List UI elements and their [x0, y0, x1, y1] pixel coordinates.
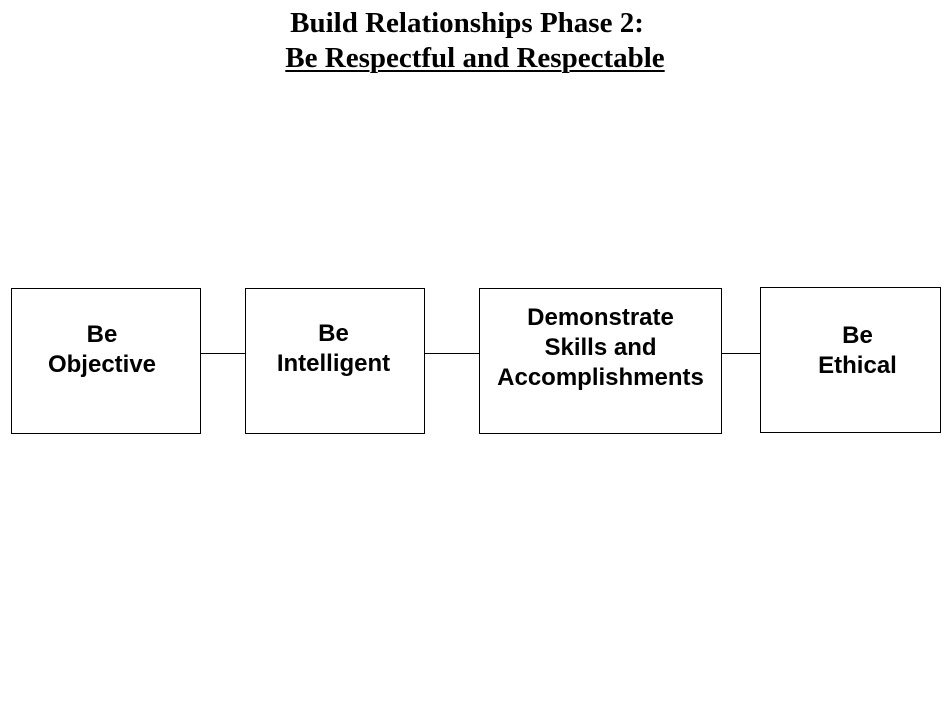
diagram-title: Build Relationships Phase 2: Be Respectf…	[0, 6, 950, 76]
box-label: Be Intelligent	[276, 320, 391, 377]
box-be-objective: Be Objective	[11, 288, 201, 434]
title-line-1: Build Relationships Phase 2:	[290, 7, 644, 39]
connector-3-4	[721, 353, 761, 354]
box-label: Be Ethical	[818, 322, 897, 379]
title-line-2: Be Respectful and Respectable	[285, 42, 665, 74]
connector-2-3	[424, 353, 480, 354]
box-demonstrate-skills: Demonstrate Skills and Accomplishments	[479, 288, 722, 434]
connector-1-2	[200, 353, 246, 354]
box-label: Be Objective	[47, 321, 157, 378]
box-be-ethical: Be Ethical	[760, 287, 941, 433]
box-be-intelligent: Be Intelligent	[245, 288, 425, 434]
box-label: Demonstrate Skills and Accomplishments	[497, 304, 704, 391]
